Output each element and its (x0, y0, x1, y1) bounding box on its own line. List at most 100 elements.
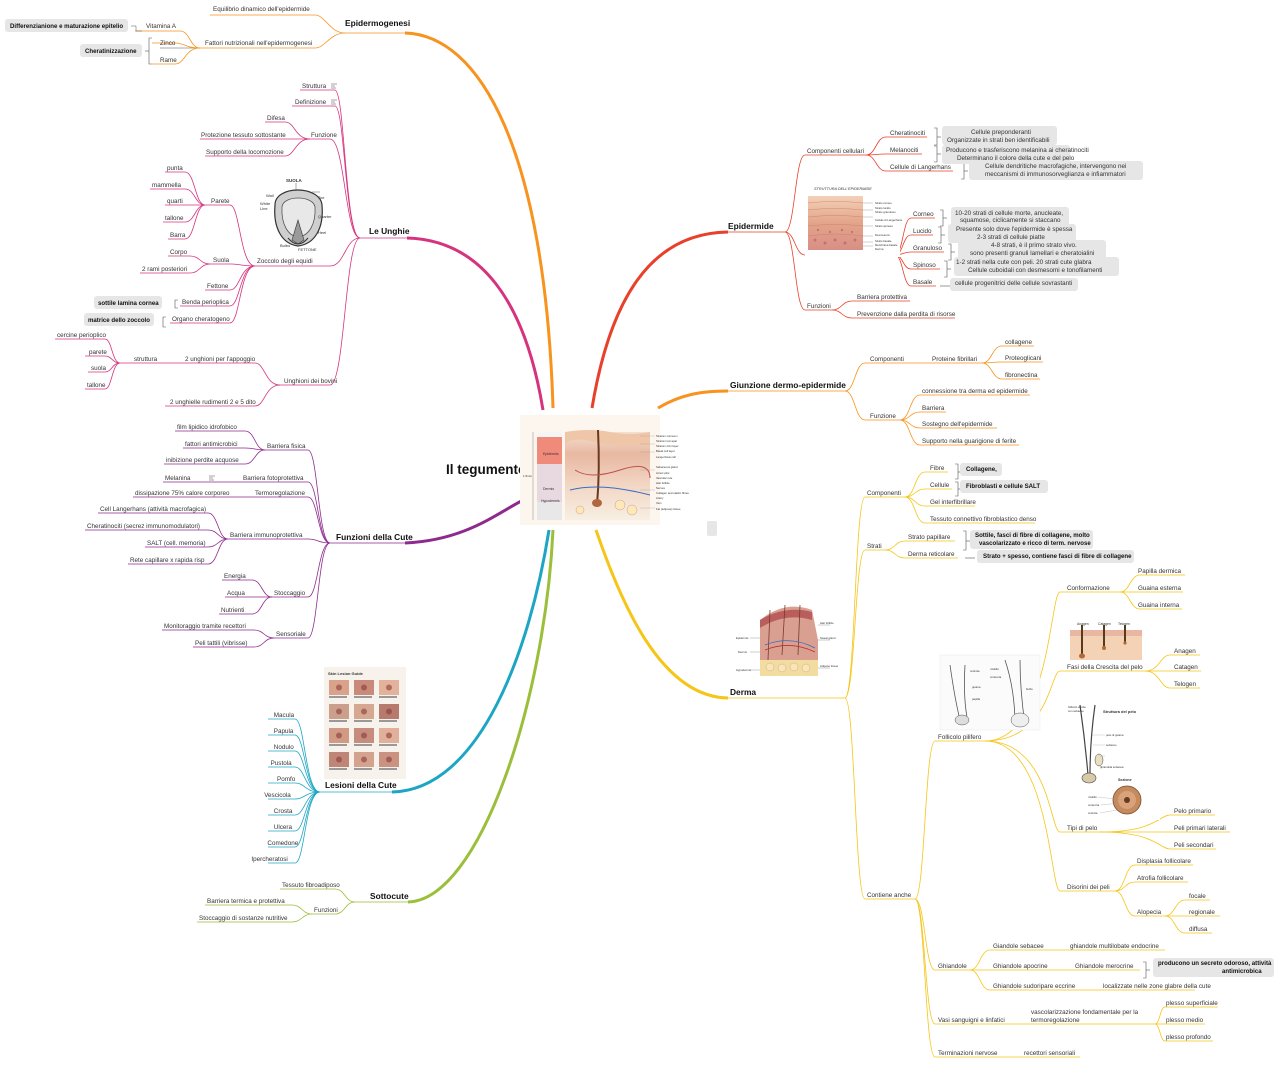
collapse-handle[interactable] (707, 521, 717, 536)
node-tallone2[interactable]: tallone (87, 382, 106, 389)
node-funzione[interactable]: Funzione (311, 132, 337, 139)
node-benda[interactable]: Benda perioplica (182, 299, 229, 306)
node-conformazione[interactable]: Conformazione (1067, 585, 1110, 592)
node-tallone[interactable]: tallone (165, 215, 184, 222)
desc-granuloso-1[interactable]: 4-8 strati, è il primo strato vivo. (991, 242, 1077, 249)
desc-reticolare[interactable]: Strato + spesso, contiene fasci di fibre… (983, 553, 1132, 560)
desc-lucido-1[interactable]: Presente solo dove l'epidermide è spessa (956, 226, 1073, 233)
central-title[interactable]: Il tegumento (446, 462, 526, 477)
node-funzione-giunzione[interactable]: Funzione (870, 413, 896, 420)
node-cheratinociti-cute[interactable]: Cheratinociti (secrez immunomodulatori) (87, 523, 200, 530)
node-definizione[interactable]: Definizione (295, 99, 327, 106)
node-catagen[interactable]: Catagen (1174, 664, 1198, 671)
giunzione-label[interactable]: Giunzione dermo-epidermide (730, 380, 846, 390)
lesione-item[interactable]: Ipercheratosi (251, 856, 287, 863)
node-diffusa[interactable]: diffusa (1189, 926, 1208, 933)
node-zoccolo[interactable]: Zoccolo degli equidi (257, 258, 313, 265)
node-gel[interactable]: Gel interfibrillare (930, 499, 976, 506)
epidermogenesi-label[interactable]: Epidermogenesi (345, 18, 410, 28)
node-termoregolazione[interactable]: Termoregolazione (255, 490, 306, 497)
node-papilla[interactable]: Papilla dermica (1138, 568, 1182, 575)
node-fotoprotettiva[interactable]: Barriera fotoprotettiva (243, 475, 304, 482)
node-stoccaggio[interactable]: Stoccaggio (274, 590, 306, 597)
node-barriera-protettiva[interactable]: Barriera protettiva (857, 294, 908, 301)
node-fettone[interactable]: Fettone (207, 283, 229, 290)
node-fattori[interactable]: Fattori nutrizionali nell'epidermogenesi (205, 40, 312, 47)
node-proteine[interactable]: Proteine fibrillari (932, 356, 977, 363)
node-contiene-anche[interactable]: Contiene anche (867, 892, 912, 899)
node-organo[interactable]: Organo cheratogeno (172, 316, 230, 323)
lesione-item[interactable]: Nodulo (274, 744, 294, 751)
node-rete-capillare[interactable]: Rete capillare x rapida risp (130, 557, 205, 564)
epidermide-label[interactable]: Epidermide (728, 221, 774, 231)
desc-collagene[interactable]: Collagene, (966, 466, 997, 473)
node-guaina-interna[interactable]: Guaina interna (1138, 602, 1180, 609)
node-mammella[interactable]: mammella (152, 182, 182, 189)
sottocute-label[interactable]: Sottocute (370, 891, 409, 901)
node-follicolo[interactable]: Follicolo pilifero (938, 734, 982, 741)
lesione-item[interactable]: Pomfo (277, 776, 296, 783)
callout-sottile[interactable]: sottile lamina cornea (98, 300, 159, 307)
lesioni-label[interactable]: Lesioni della Cute (325, 780, 397, 790)
note-icon[interactable] (331, 83, 337, 105)
node-lucido[interactable]: Lucido (913, 228, 932, 235)
desc-merocrine-1[interactable]: producono un secreto odoroso, attività (1158, 960, 1272, 967)
node-barriera-fisica[interactable]: Barriera fisica (267, 443, 306, 450)
node-fibronectina[interactable]: fibronectina (1005, 372, 1038, 379)
node-melanociti[interactable]: Melanociti (890, 147, 918, 154)
node-atrofia[interactable]: Atrofia follicolare (1137, 875, 1184, 882)
node-cercine[interactable]: cercine perioplico (57, 332, 106, 339)
node-suola2[interactable]: suola (91, 365, 107, 372)
desc-melanociti-1[interactable]: Producono e trasferiscono melanina ai ch… (946, 147, 1089, 154)
node-tipi-pelo[interactable]: Tipi di pelo (1067, 825, 1098, 832)
node-telogen[interactable]: Telogen (1174, 681, 1197, 688)
node-sebacee[interactable]: Giandole sebacee (993, 943, 1044, 950)
desc-spinoso-1[interactable]: 1-2 strati nella cute con peli. 20 strat… (956, 259, 1092, 266)
node-energia[interactable]: Energia (224, 573, 246, 580)
node-rame[interactable]: Rame (160, 57, 177, 64)
desc-melanociti-2[interactable]: Determinano il colore della cute e del p… (957, 155, 1075, 162)
cute-label[interactable]: Funzioni della Cute (336, 532, 413, 542)
derma-label[interactable]: Derma (730, 687, 756, 697)
node-prevenzione[interactable]: Prevenzione dalla perdita di risorse (857, 311, 956, 318)
node-sudoripare[interactable]: Ghiandole sudoripare eccrine (993, 983, 1076, 990)
unghie-label[interactable]: Le Unghie (369, 226, 410, 236)
lesione-item[interactable]: Vescicola (264, 792, 291, 799)
lesione-item[interactable]: Pustola (271, 760, 293, 767)
desc-cheratinociti-2[interactable]: Organizzate in strati ben identificabili (947, 137, 1050, 144)
desc-basale[interactable]: cellule progenitrici delle cellule sovra… (955, 280, 1072, 287)
node-salt[interactable]: SALT (cell. memoria) (147, 540, 206, 547)
node-acqua[interactable]: Acqua (227, 590, 245, 597)
node-difesa[interactable]: Difesa (267, 115, 285, 122)
lesione-item[interactable]: Papula (274, 728, 294, 735)
node-barriera-giunzione[interactable]: Barriera (922, 405, 945, 412)
node-rami[interactable]: 2 rami posteriori (142, 266, 187, 273)
node-cellule[interactable]: Cellule (930, 482, 950, 489)
node-proteoglicani[interactable]: Proteoglicani (1005, 355, 1041, 362)
node-vasi[interactable]: Vasi sanguigni e linfatici (938, 1017, 1005, 1024)
node-struttura[interactable]: Struttura (302, 83, 327, 90)
desc-fibroblasti[interactable]: Fibroblasti e cellule SALT (966, 483, 1040, 490)
lesione-item[interactable]: Crosta (274, 808, 293, 815)
node-protezione[interactable]: Protezione tessuto sottostante (201, 132, 286, 139)
node-supporto-ferite[interactable]: Supporto nella guarigione di ferite (922, 438, 1017, 445)
node-suola[interactable]: Suola (213, 257, 230, 264)
node-collagene[interactable]: collagene (1005, 339, 1032, 346)
node-plesso-profondo[interactable]: plesso profondo (1166, 1034, 1211, 1041)
node-fattori-antimicrobici[interactable]: fattori antimicrobici (185, 441, 238, 448)
node-componenti-derma[interactable]: Componenti (867, 490, 901, 497)
node-displasia[interactable]: Displasia follicolare (1137, 858, 1191, 865)
node-anagen[interactable]: Anagen (1174, 648, 1196, 655)
node-unghioni2[interactable]: 2 unghioni per l'appoggio (185, 356, 256, 363)
node-punta[interactable]: punta (167, 165, 183, 172)
desc-spinoso-2[interactable]: Cellule cuboidali con desmesomi e tonofi… (968, 267, 1102, 274)
node-plesso-medio[interactable]: plesso medio (1166, 1017, 1204, 1024)
node-guaina-esterna[interactable]: Guaina esterna (1138, 585, 1182, 592)
node-funzioni-sottocute[interactable]: Funzioni (314, 907, 338, 914)
node-primari-laterali[interactable]: Peli primari laterali (1174, 825, 1226, 832)
node-vitamina-a[interactable]: Vitamina A (146, 23, 177, 30)
node-monitoraggio[interactable]: Monitoraggio tramite recettori (164, 623, 246, 630)
callout-cheratinizzazione[interactable]: Cheratinizzazione (85, 48, 137, 55)
node-recettori[interactable]: recettori sensoriali (1024, 1050, 1075, 1057)
desc-papillare-1[interactable]: Sottile, fasci di fibre di collagene, mo… (975, 532, 1090, 539)
